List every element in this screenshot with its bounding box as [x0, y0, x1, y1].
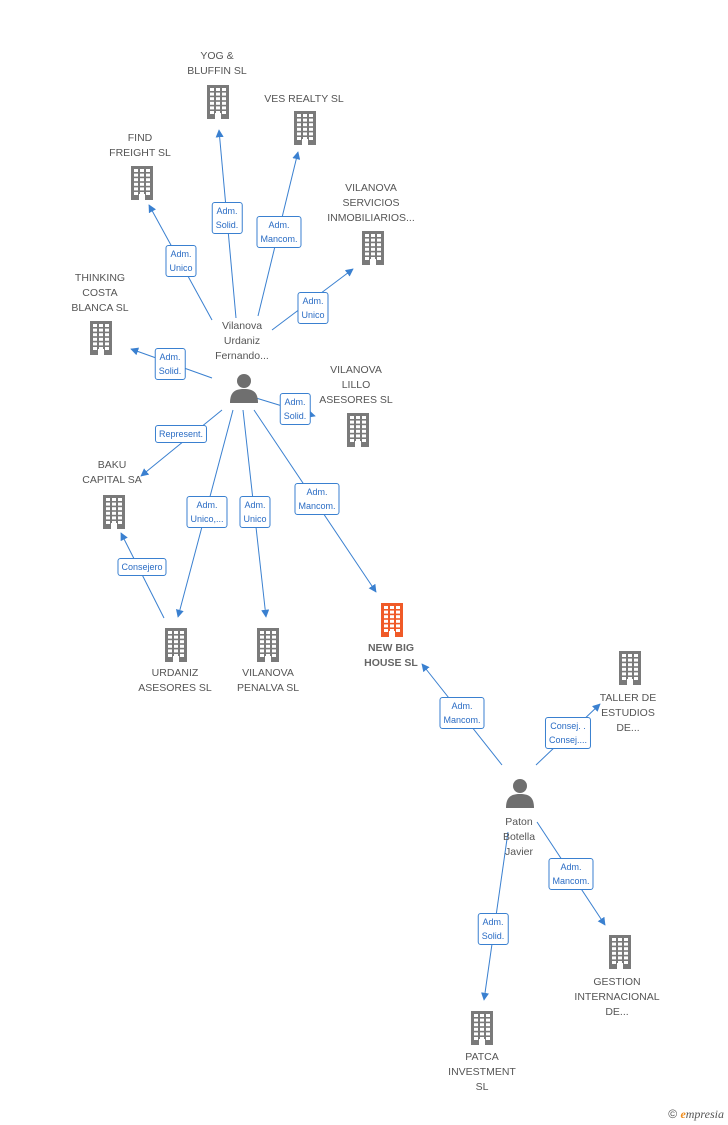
node-label-yog[interactable]: YOG & BLUFFIN SL: [187, 50, 247, 77]
node-label-find[interactable]: FIND FREIGHT SL: [109, 132, 171, 159]
edge-label-vilanova_p-urdaniz[interactable]: Adm. Unico,...: [186, 496, 228, 528]
focus-building-icon[interactable]: [381, 603, 403, 642]
node-label-urdaniz[interactable]: URDANIZ ASESORES SL: [138, 667, 212, 694]
node-label-ves[interactable]: VES REALTY SL: [264, 93, 344, 105]
building-icon[interactable]: [362, 231, 384, 270]
edge-label-paton_p-gestion[interactable]: Adm. Mancom.: [548, 858, 594, 890]
edge-label-urdaniz-baku[interactable]: Consejero: [117, 558, 167, 576]
building-icon[interactable]: [609, 935, 631, 974]
brand-logo: empresia: [680, 1107, 724, 1121]
building-icon[interactable]: [471, 1011, 493, 1050]
node-label-baku[interactable]: BAKU CAPITAL SA: [82, 459, 142, 486]
edge-label-paton_p-taller[interactable]: Consej. . Consej....: [544, 717, 592, 749]
edge-label-vilanova_p-ves[interactable]: Adm. Mancom.: [256, 216, 302, 248]
node-label-gestion[interactable]: GESTION INTERNACIONAL DE...: [574, 976, 660, 1018]
node-label-thinking[interactable]: THINKING COSTA BLANCA SL: [71, 272, 129, 314]
person-icon[interactable]: [230, 373, 258, 408]
node-label-paton_p[interactable]: Paton Botella Javier: [502, 816, 536, 858]
copyright-symbol: ©: [668, 1107, 678, 1121]
building-icon[interactable]: [131, 166, 153, 205]
building-icon[interactable]: [619, 651, 641, 690]
node-label-vilanova_p[interactable]: Vilanova Urdaniz Fernando...: [215, 320, 269, 362]
node-label-newbig[interactable]: NEW BIG HOUSE SL: [364, 642, 418, 669]
footer-brand[interactable]: © empresia: [668, 1107, 724, 1122]
building-icon[interactable]: [90, 321, 112, 360]
node-label-vilserv[interactable]: VILANOVA SERVICIOS INMOBILIARIOS...: [327, 182, 415, 224]
edge-label-paton_p-newbig[interactable]: Adm. Mancom.: [439, 697, 485, 729]
edge-vilanova_p-baku: [140, 409, 223, 477]
building-icon[interactable]: [347, 413, 369, 452]
edge-label-vilanova_p-find[interactable]: Adm. Unico: [165, 245, 197, 277]
building-icon[interactable]: [103, 495, 125, 534]
node-label-penalva[interactable]: VILANOVA PENALVA SL: [236, 667, 300, 694]
building-icon[interactable]: [207, 85, 229, 124]
edge-label-vilanova_p-newbig[interactable]: Adm. Mancom.: [294, 483, 340, 515]
edge-label-vilanova_p-yog[interactable]: Adm. Solid.: [211, 202, 243, 234]
node-label-lillo[interactable]: VILANOVA LILLO ASESORES SL: [319, 364, 393, 406]
edge-label-paton_p-patca[interactable]: Adm. Solid.: [477, 913, 509, 945]
building-icon[interactable]: [165, 628, 187, 667]
person-icon[interactable]: [506, 778, 534, 813]
edge-label-vilanova_p-lillo[interactable]: Adm. Solid.: [279, 393, 311, 425]
node-label-patca[interactable]: PATCA INVESTMENT SL: [448, 1051, 516, 1093]
building-icon[interactable]: [257, 628, 279, 667]
edge-label-vilanova_p-penalva[interactable]: Adm. Unico: [239, 496, 271, 528]
node-label-taller[interactable]: TALLER DE ESTUDIOS DE...: [599, 692, 657, 734]
edge-label-vilanova_p-baku[interactable]: Represent.: [154, 425, 208, 443]
edge-label-vilanova_p-vilserv[interactable]: Adm. Unico: [297, 292, 329, 324]
building-icon[interactable]: [294, 111, 316, 150]
edge-label-vilanova_p-thinking[interactable]: Adm. Solid.: [154, 348, 186, 380]
